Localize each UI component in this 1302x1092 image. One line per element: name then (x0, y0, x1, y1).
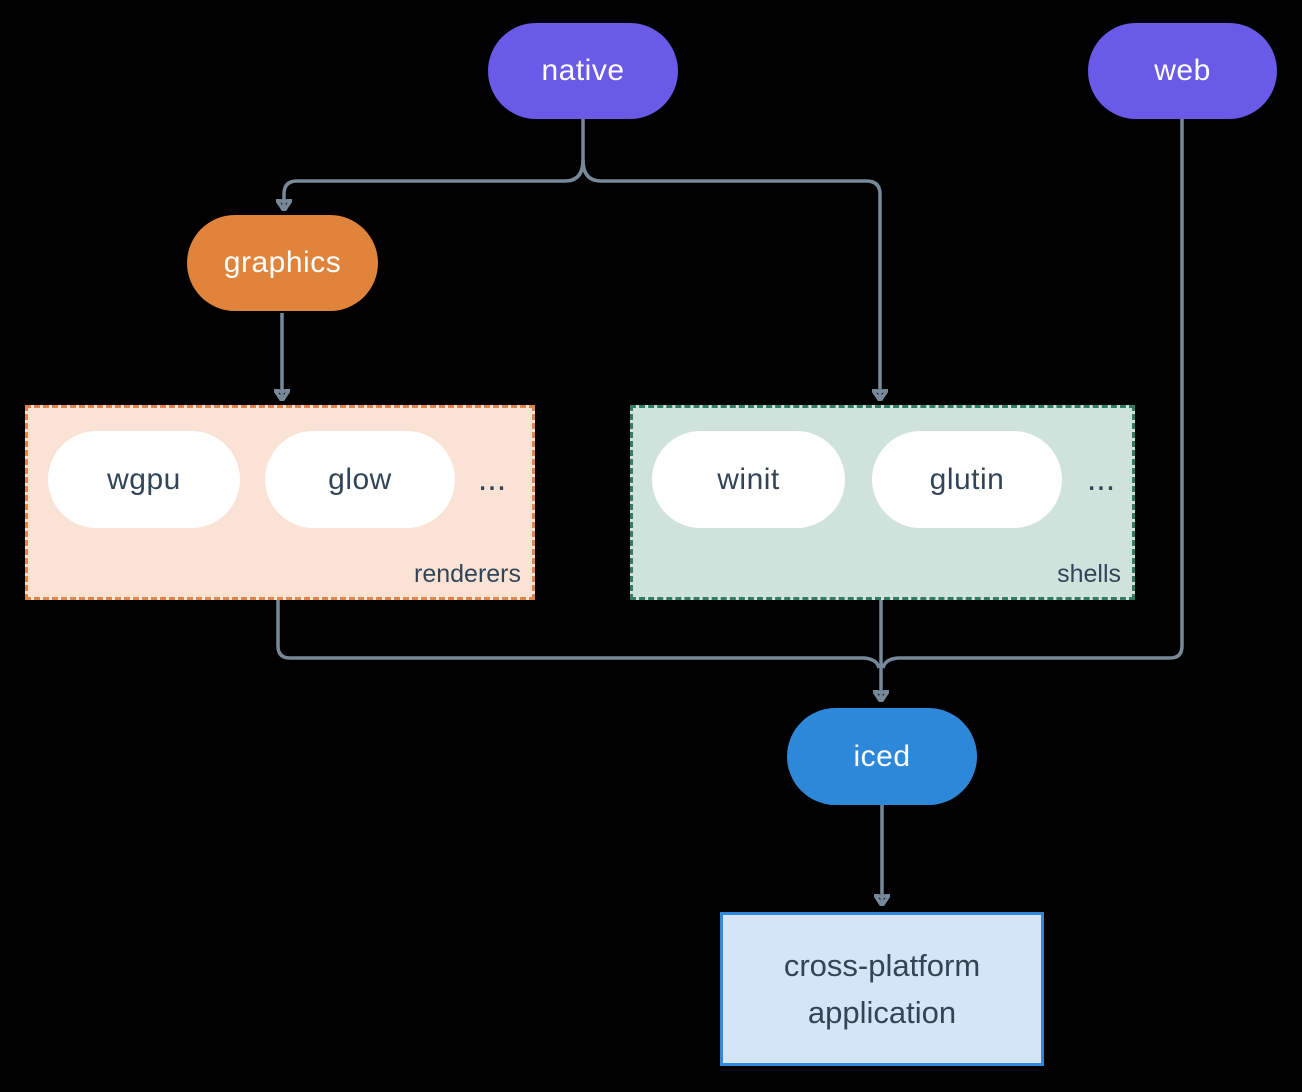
edge-native-shells (581, 159, 880, 399)
node-native: native (488, 23, 678, 119)
node-glow-label: glow (328, 462, 392, 496)
node-glutin: glutin (872, 431, 1062, 528)
node-winit: winit (652, 431, 845, 528)
node-web-label: web (1154, 54, 1211, 87)
renderers-group-label: renderers (414, 560, 521, 588)
node-cross-platform-application: cross-platform application (720, 912, 1044, 1066)
shells-group-label: shells (1057, 560, 1121, 588)
edge-renderers-iced (276, 600, 881, 669)
edge-web-iced (881, 119, 1184, 669)
shells-ellipsis: ... (1086, 460, 1116, 498)
node-iced: iced (787, 708, 977, 805)
node-graphics: graphics (187, 215, 378, 311)
node-web: web (1088, 23, 1277, 119)
node-glow: glow (265, 431, 455, 528)
node-glutin-label: glutin (929, 462, 1005, 496)
group-renderers: wgpu glow ... renderers (25, 405, 535, 600)
group-shells: winit glutin ... shells (630, 405, 1135, 600)
node-graphics-label: graphics (223, 246, 342, 279)
node-wgpu: wgpu (48, 431, 240, 528)
renderers-ellipsis: ... (477, 460, 507, 498)
edge-native-graphics (284, 159, 585, 209)
node-iced-label: iced (853, 739, 911, 773)
application-label-line1: cross-platform (783, 948, 981, 983)
node-winit-label: winit (717, 462, 780, 496)
application-label-line2: application (807, 995, 957, 1030)
node-wgpu-label: wgpu (107, 462, 181, 496)
node-native-label: native (541, 54, 625, 87)
